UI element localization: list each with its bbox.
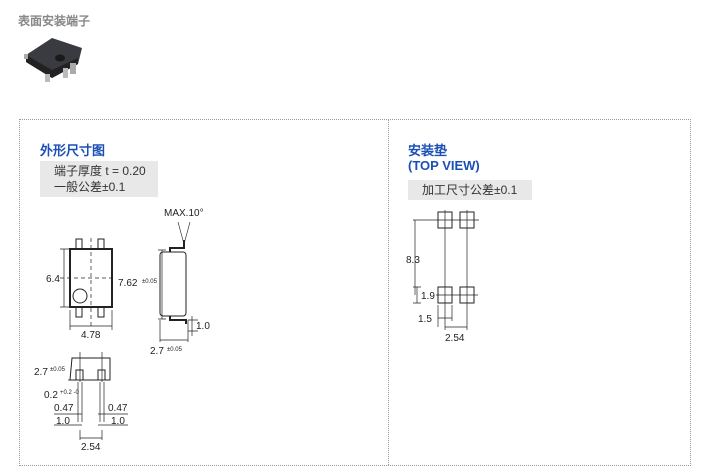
note-tolerance: 一般公差±0.1	[54, 180, 126, 194]
dim-pad-height: 1.9	[421, 291, 435, 302]
outline-title: 外形尺寸图	[40, 143, 106, 158]
dim-pitch: 2.54	[81, 442, 101, 453]
dim-height-end: 2.7	[34, 367, 48, 378]
dim-body-length: 4.78	[81, 330, 101, 341]
dim-height-end-tol: ±0.05	[50, 367, 66, 373]
dim-lead-span: 7.62	[118, 278, 138, 289]
dim-pitch-right: 1.0	[111, 416, 125, 427]
outline-notes: 端子厚度 t = 0.20 一般公差±0.1	[40, 161, 158, 197]
section-title: 表面安装端子	[18, 14, 91, 28]
dim-lead-length: 1.0	[196, 321, 210, 332]
pad-note: 加工尺寸公差±0.1	[408, 180, 532, 200]
package-end-view	[54, 352, 128, 440]
package-side-view	[158, 221, 198, 342]
drawing-panel	[19, 119, 691, 466]
dim-height: 2.7	[150, 346, 164, 357]
component-photo	[24, 38, 82, 82]
dim-pad-pitch: 2.54	[445, 333, 465, 344]
panel-divider	[388, 119, 389, 465]
package-top-view	[60, 238, 116, 330]
dim-standoff: 0.2	[44, 390, 58, 401]
dim-pad-width: 1.5	[418, 314, 432, 325]
dim-width: 6.4	[46, 274, 60, 285]
dim-lead-width-right: 0.47	[108, 403, 128, 414]
dim-lead-width-left: 0.47	[54, 403, 74, 414]
dim-standoff-tol: +0.2 -0	[60, 390, 80, 396]
dim-height-tol: ±0.05	[167, 347, 183, 353]
dim-lead-span-tol: ±0.05	[142, 279, 158, 285]
dim-pitch-left: 1.0	[56, 416, 70, 427]
pad-layout	[413, 210, 479, 330]
pad-subtitle: (TOP VIEW)	[408, 158, 480, 173]
note-thickness: 端子厚度 t = 0.20	[54, 164, 146, 178]
dim-angle: MAX.10°	[164, 208, 204, 219]
pad-title: 安装垫	[408, 143, 448, 158]
dim-row-span: 8.3	[406, 255, 420, 266]
